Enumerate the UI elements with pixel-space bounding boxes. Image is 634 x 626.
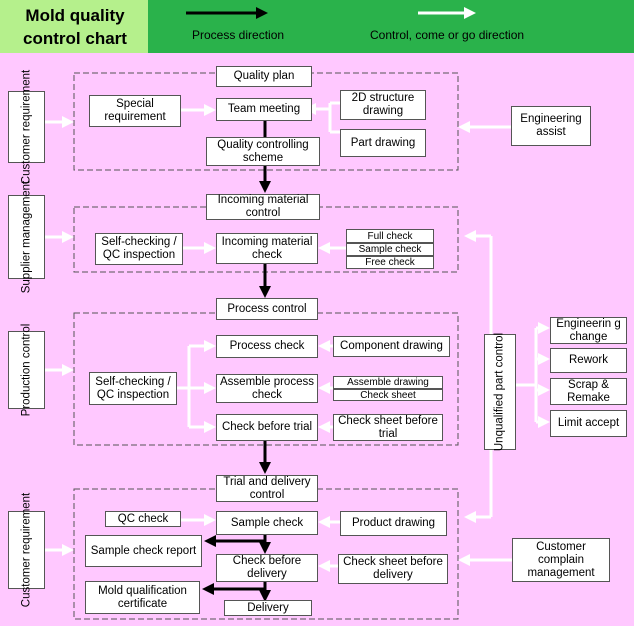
qc-check-box: QC check (105, 511, 181, 527)
legend-control-label: Control, come or go direction (370, 28, 525, 42)
special-requirement-box: Special requirement (89, 95, 181, 127)
control-flow-lines (45, 101, 550, 572)
product-drawing-box: Product drawing (340, 511, 447, 536)
check-before-delivery-box: Check before delivery (216, 554, 318, 582)
limit-accept-box: Limit accept (550, 410, 627, 437)
assemble-drawing-box: Assemble drawing (333, 376, 443, 389)
unqualified-part-control-text: Unqualified part control (493, 332, 506, 452)
engineering-assist-box: Engineering assist (511, 106, 591, 146)
unqualified-part-control-box: Unqualified part control (484, 332, 516, 452)
chart-title: Mold quality control chart (23, 6, 127, 48)
self-checking-incoming-box: Self-checking / QC inspection (95, 233, 183, 265)
title-box: Mold quality control chart (0, 0, 148, 53)
part-drawing-box: Part drawing (340, 129, 426, 157)
rework-box: Rework (550, 348, 627, 373)
process-control-title: Process control (216, 298, 318, 320)
check-sheet-box: Check sheet (333, 389, 443, 401)
process-check-box: Process check (216, 335, 318, 358)
2d-structure-drawing-box: 2D structure drawing (340, 90, 426, 120)
side-label-production-control: Production control (8, 324, 45, 416)
quality-controlling-scheme-box: Quality controlling scheme (206, 137, 320, 166)
engineering-change-box: Engineerin g change (550, 317, 627, 344)
trial-delivery-control-title: Trial and delivery control (216, 475, 318, 502)
sample-check-incoming-box: Sample check (346, 243, 434, 256)
side-label-customer-requirement-bottom: Customer requirement (8, 493, 45, 607)
production-control-text: Production control (20, 323, 32, 417)
assemble-process-check-box: Assemble process check (216, 374, 318, 403)
mold-qualification-certificate-box: Mold qualification certificate (85, 581, 200, 614)
customer-requirement-text: Customer requirement (20, 69, 32, 185)
team-meeting-box: Team meeting (216, 98, 312, 121)
check-sheet-before-trial-box: Check sheet before trial (333, 414, 443, 441)
customer-requirement-bottom-text: Customer requirement (20, 492, 32, 608)
full-check-box: Full check (346, 229, 434, 243)
check-before-trial-box: Check before trial (216, 414, 318, 441)
sample-check-report-box: Sample check report (85, 535, 202, 567)
check-sheet-before-delivery-box: Check sheet before delivery (338, 554, 448, 584)
customer-complain-management-box: Customer complain management (512, 538, 610, 582)
process-flow-lines (202, 120, 271, 602)
supplier-management-text: Supplier management (20, 180, 32, 294)
component-drawing-box: Component drawing (333, 336, 450, 357)
free-check-box: Free check (346, 256, 434, 269)
legend-process-label: Process direction (192, 28, 285, 42)
self-checking-process-box: Self-checking / QC inspection (89, 372, 177, 405)
incoming-material-control-title: Incoming material control (206, 194, 320, 220)
scrap-remake-box: Scrap & Remake (550, 378, 627, 405)
side-label-supplier-management: Supplier management (8, 181, 45, 293)
sample-check-box: Sample check (216, 511, 318, 535)
incoming-material-check-box: Incoming material check (216, 233, 318, 264)
quality-plan-title: Quality plan (216, 66, 312, 87)
delivery-box: Delivery (224, 600, 312, 616)
side-label-customer-requirement-top: Customer requirement (8, 70, 45, 184)
header-bar: Mold quality control chart Process direc… (0, 0, 634, 53)
